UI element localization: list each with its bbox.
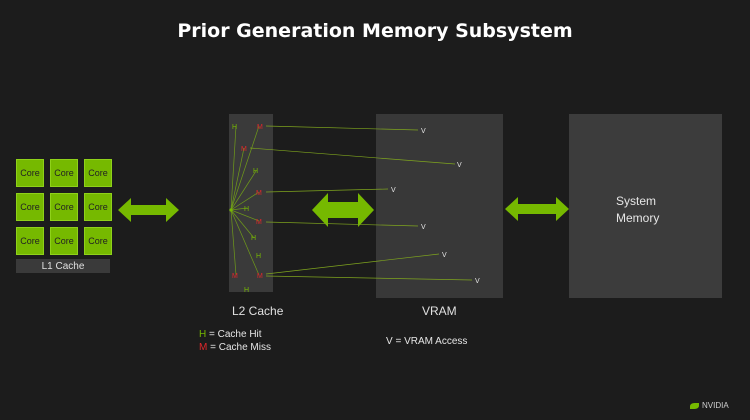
legend-miss-key: M [199, 342, 208, 353]
hit-marker: H [251, 235, 256, 242]
vram-access-marker: V [421, 224, 426, 231]
miss-marker: M [232, 273, 238, 280]
hit-marker: H [256, 253, 261, 260]
core-block: Core [16, 227, 44, 255]
miss-line [249, 147, 456, 165]
core-block: Core [84, 193, 112, 221]
hit-marker: H [253, 168, 258, 175]
fan-line [230, 207, 248, 211]
legend-miss-text: = Cache Miss [207, 342, 271, 353]
fan-line [230, 209, 260, 276]
vram-block [376, 114, 503, 298]
vram-label: VRAM [422, 304, 457, 318]
system-memory-block [569, 114, 722, 298]
hit-marker: H [232, 124, 237, 131]
l2-entry-point [229, 208, 233, 212]
l1-core-grid: Core Core Core Core Core Core Core Core … [14, 157, 116, 257]
fan-line [230, 125, 237, 211]
hit-miss-legend: H = Cache Hit M = Cache Miss [199, 328, 271, 354]
nvidia-eye-icon [690, 402, 699, 409]
system-memory-label-line1: System [616, 194, 657, 208]
legend-hit-text: = Cache Hit [206, 329, 262, 340]
hit-marker: H [244, 287, 249, 294]
core-block: Core [50, 227, 78, 255]
miss-marker: M [256, 190, 262, 197]
legend-miss-row: M = Cache Miss [199, 341, 271, 354]
miss-marker: M [257, 273, 263, 280]
fan-line [230, 147, 245, 211]
l1-l2-double-arrow [118, 198, 179, 222]
vram-access-marker: V [442, 252, 447, 259]
legend-hit-row: H = Cache Hit [199, 328, 271, 341]
core-block: Core [16, 193, 44, 221]
fan-line [230, 125, 260, 211]
vram-access-legend: V = VRAM Access [386, 336, 468, 347]
vram-access-marker: V [457, 162, 462, 169]
core-block: Core [84, 227, 112, 255]
fan-line [230, 209, 255, 239]
core-block: Core [50, 193, 78, 221]
page-title: Prior Generation Memory Subsystem [177, 20, 573, 42]
fan-line [230, 170, 257, 211]
miss-line [265, 253, 440, 275]
brand-logo: NVIDIA [690, 401, 729, 410]
l2-cache-column [229, 114, 273, 292]
core-block: Core [16, 159, 44, 187]
core-block: Core [84, 159, 112, 187]
miss-line [265, 125, 419, 131]
miss-marker: M [257, 124, 263, 131]
l2-cache-label: L2 Cache [232, 304, 284, 318]
fan-line [230, 191, 260, 211]
miss-marker: M [256, 219, 262, 226]
miss-line [265, 188, 389, 193]
vram-system-double-arrow [505, 197, 569, 221]
core-block: Core [50, 159, 78, 187]
vram-access-marker: V [421, 128, 426, 135]
system-memory-label-line2: Memory [616, 211, 660, 225]
brand-name: NVIDIA [702, 401, 729, 410]
miss-marker: M [241, 146, 247, 153]
vram-access-marker: V [475, 278, 480, 285]
system-memory-label: System Memory [616, 193, 696, 227]
legend-hit-key: H [199, 329, 207, 340]
fan-line [230, 209, 260, 222]
l1-cache-label: L1 Cache [16, 259, 110, 273]
vram-access-marker: V [391, 187, 396, 194]
miss-line [265, 275, 473, 281]
hit-marker: H [244, 206, 249, 213]
miss-line [265, 221, 419, 227]
fan-line [230, 209, 237, 276]
l2-vram-double-arrow [312, 193, 374, 227]
